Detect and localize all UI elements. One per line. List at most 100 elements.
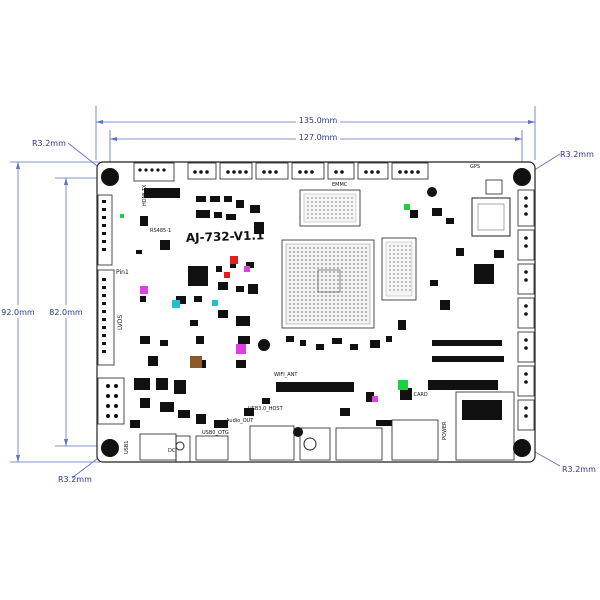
bga-ball xyxy=(409,281,411,283)
bga-ball xyxy=(311,197,313,199)
bga-ball xyxy=(401,285,403,287)
radius-bottom-right: R3.2mm xyxy=(562,465,596,474)
bga-ball xyxy=(329,247,331,249)
bga-ball xyxy=(305,315,307,317)
bga-ball xyxy=(325,247,327,249)
bga-ball xyxy=(311,205,313,207)
bga-ball xyxy=(315,217,317,219)
bga-ball xyxy=(361,271,363,273)
bga-ball xyxy=(301,315,303,317)
mount-hole-icon xyxy=(293,427,303,437)
bga-ball xyxy=(345,311,347,313)
bga-ball xyxy=(329,259,331,261)
bga-ball xyxy=(353,259,355,261)
arrow-icon xyxy=(96,120,103,124)
bga-ball xyxy=(293,251,295,253)
bottom-connectors xyxy=(139,391,515,463)
label-pin1: Pin1 xyxy=(116,269,129,276)
bga-ball xyxy=(297,311,299,313)
bga-ball xyxy=(345,255,347,257)
bga-ball xyxy=(389,277,391,279)
dim-width-inner: 127.0mm xyxy=(299,133,338,142)
bga-ball xyxy=(345,271,347,273)
bga-ball xyxy=(325,259,327,261)
bga-ball xyxy=(297,315,299,317)
bga-ball xyxy=(313,247,315,249)
bga-ball xyxy=(339,205,341,207)
bga-ball xyxy=(397,257,399,259)
bga-ball xyxy=(345,251,347,253)
bga-ball xyxy=(401,269,403,271)
bga-ball xyxy=(357,259,359,261)
bga-ball xyxy=(397,277,399,279)
bga-ball xyxy=(347,213,349,215)
bga-ball xyxy=(333,311,335,313)
bga-ball xyxy=(357,311,359,313)
bga-ball xyxy=(315,213,317,215)
bga-ball xyxy=(361,291,363,293)
arrow-icon xyxy=(110,137,117,141)
bga-ball xyxy=(401,265,403,267)
bga-ball xyxy=(409,253,411,255)
bga-ball xyxy=(337,255,339,257)
bga-ball xyxy=(389,269,391,271)
bga-ball xyxy=(349,267,351,269)
bga-ball xyxy=(365,287,367,289)
bga-ball xyxy=(289,259,291,261)
bga-ball xyxy=(357,287,359,289)
bga-ball xyxy=(301,287,303,289)
bga-ball xyxy=(365,315,367,317)
bga-ball xyxy=(317,255,319,257)
bga-ball xyxy=(293,319,295,321)
bga-ball xyxy=(317,303,319,305)
bga-ball xyxy=(309,283,311,285)
label-usb-host: USB3.0_HOST xyxy=(248,406,284,412)
bga-ball xyxy=(405,281,407,283)
bga-ball xyxy=(297,279,299,281)
bga-ball xyxy=(323,197,325,199)
bga-ball xyxy=(321,279,323,281)
bga-ball xyxy=(313,315,315,317)
top-connectors xyxy=(133,162,503,195)
bga-ball xyxy=(389,257,391,259)
bga-ball xyxy=(361,295,363,297)
bga-ball xyxy=(327,213,329,215)
bga-ball xyxy=(401,273,403,275)
bga-ball xyxy=(289,255,291,257)
bga-ball xyxy=(353,251,355,253)
bga-ball xyxy=(337,271,339,273)
bga-ball xyxy=(305,263,307,265)
bga-ball xyxy=(397,261,399,263)
bga-ball xyxy=(361,307,363,309)
bga-ball xyxy=(293,311,295,313)
bga-ball xyxy=(351,213,353,215)
bga-ball xyxy=(325,319,327,321)
bga-ball xyxy=(317,299,319,301)
bga-ball xyxy=(311,213,313,215)
bga-ball xyxy=(305,287,307,289)
bga-ball xyxy=(315,201,317,203)
bga-ball xyxy=(335,205,337,207)
bga-ball xyxy=(305,311,307,313)
bga-ball xyxy=(327,201,329,203)
bga-ball xyxy=(345,315,347,317)
colored-components xyxy=(120,204,410,402)
bga-ball xyxy=(301,275,303,277)
bga-ball xyxy=(397,249,399,251)
bga-ball xyxy=(321,315,323,317)
bga-ball xyxy=(409,273,411,275)
bga-ball xyxy=(361,251,363,253)
bga-ball xyxy=(311,217,313,219)
bga-ball xyxy=(325,271,327,273)
bga-ball xyxy=(345,263,347,265)
bga-ball xyxy=(401,257,403,259)
bga-ball xyxy=(313,259,315,261)
bga-ball xyxy=(301,267,303,269)
label-audio: Audio_OUT xyxy=(226,418,254,424)
bga-ball xyxy=(353,311,355,313)
bga-ball xyxy=(309,303,311,305)
bga-ball xyxy=(333,267,335,269)
bga-ball xyxy=(319,205,321,207)
bga-ball xyxy=(365,271,367,273)
bga-ball xyxy=(349,319,351,321)
